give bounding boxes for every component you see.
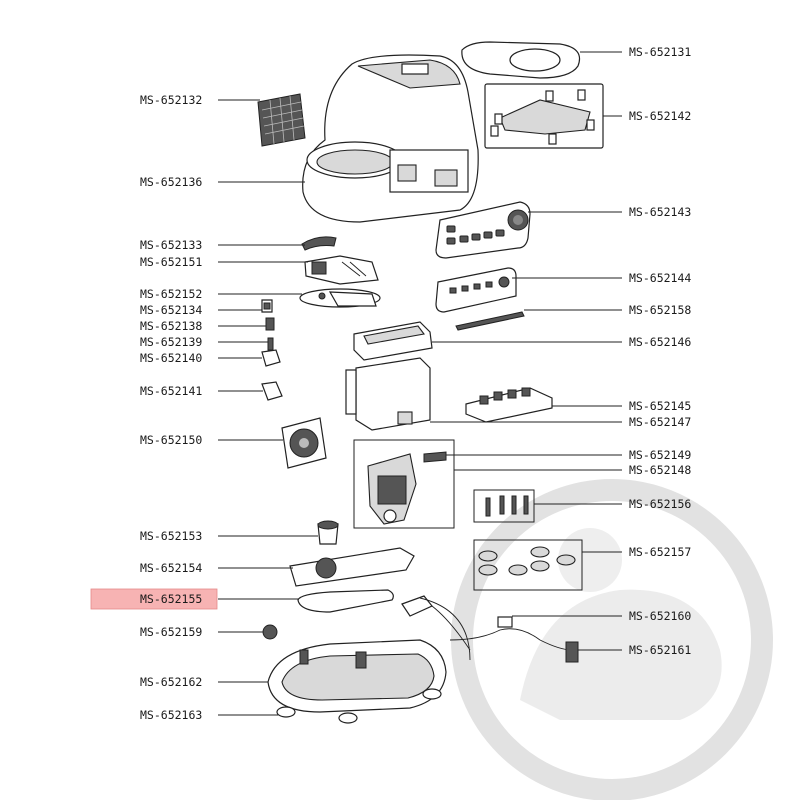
label-MS-652152: MS-652152: [140, 287, 202, 301]
label-MS-652161: MS-652161: [629, 643, 691, 657]
part-control-panel: [435, 201, 531, 259]
label-MS-652143: MS-652143: [629, 205, 691, 219]
part-grip: [301, 236, 337, 251]
part-electronic-board: [465, 387, 553, 423]
label-MS-652146: MS-652146: [629, 335, 691, 349]
label-MS-652131: MS-652131: [629, 45, 691, 59]
label-MS-652132: MS-652132: [140, 93, 202, 107]
label-MS-652145: MS-652145: [629, 399, 691, 413]
part-upper-box: [353, 321, 433, 361]
label-MS-652159: MS-652159: [140, 625, 202, 639]
part-motor: [367, 453, 417, 525]
part-feet: [276, 688, 442, 724]
part-connector-4: [261, 349, 281, 367]
part-drive-belt: [297, 589, 394, 613]
part-foot-switch: [262, 624, 278, 640]
label-MS-652154: MS-652154: [140, 561, 202, 575]
label-MS-652163: MS-652163: [140, 708, 202, 722]
part-labels: MS-652131 MS-652132 MS-652142 MS-652136 …: [140, 45, 691, 722]
label-MS-652155: MS-652155: [140, 592, 202, 606]
label-MS-652158: MS-652158: [629, 303, 691, 317]
leader-lines: [218, 51, 622, 716]
label-MS-652147: MS-652147: [629, 415, 691, 429]
part-base-plate: [289, 547, 415, 587]
label-MS-652136: MS-652136: [140, 175, 202, 189]
part-spindle: [317, 520, 339, 545]
label-MS-652138: MS-652138: [140, 319, 202, 333]
part-motor-box: [353, 439, 455, 529]
label-MS-652151: MS-652151: [140, 255, 202, 269]
part-cord-connector: [401, 595, 433, 617]
part-dampers: [478, 546, 576, 576]
part-screws: [485, 495, 529, 517]
label-MS-652140: MS-652140: [140, 351, 202, 365]
part-dampers-box: [473, 539, 583, 591]
label-MS-652148: MS-652148: [629, 463, 691, 477]
part-connector-3: [267, 337, 274, 351]
part-motor-casing: [345, 357, 431, 431]
label-MS-652149: MS-652149: [629, 448, 691, 462]
part-switch-assembly: [304, 255, 379, 285]
label-MS-652139: MS-652139: [140, 335, 202, 349]
label-MS-652134: MS-652134: [140, 303, 202, 317]
label-MS-652156: MS-652156: [629, 497, 691, 511]
part-cooling-fan: [281, 417, 327, 469]
part-pcb-board: [435, 267, 517, 313]
highlighted-label-background: [90, 588, 218, 610]
part-power-cord: [449, 616, 579, 663]
part-ribbon-cable: [455, 311, 525, 331]
label-MS-652153: MS-652153: [140, 529, 202, 543]
part-clip: [261, 381, 283, 401]
part-grid-filter: [257, 93, 306, 147]
part-round-plate: [299, 288, 381, 308]
label-MS-652162: MS-652162: [140, 675, 202, 689]
label-MS-652160: MS-652160: [629, 609, 691, 623]
part-brushes: [423, 451, 447, 463]
label-MS-652144: MS-652144: [629, 271, 691, 285]
label-MS-652150: MS-652150: [140, 433, 202, 447]
label-MS-652133: MS-652133: [140, 238, 202, 252]
part-main-housing: [302, 54, 479, 223]
label-MS-652142: MS-652142: [629, 109, 691, 123]
watermark-logo: [451, 479, 773, 800]
label-MS-652157: MS-652157: [629, 545, 691, 559]
part-base: [267, 639, 447, 713]
part-support-plate: [484, 83, 604, 149]
part-screws-box: [473, 489, 535, 523]
label-MS-652141: MS-652141: [140, 384, 202, 398]
part-connector-2: [265, 317, 275, 331]
